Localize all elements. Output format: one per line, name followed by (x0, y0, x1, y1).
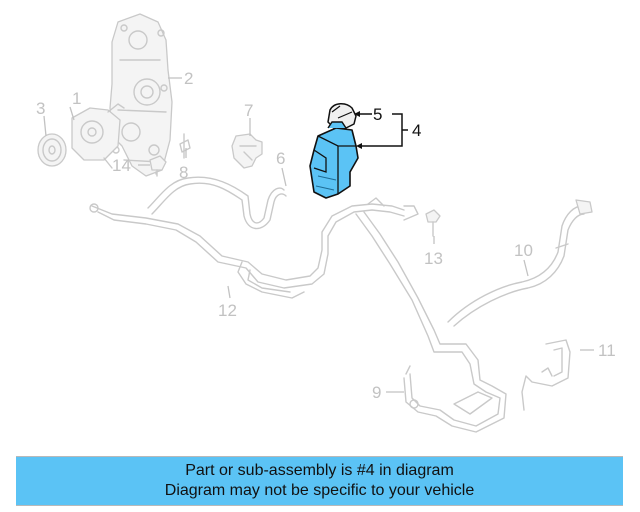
callout-2: 2 (184, 69, 193, 88)
parts-diagram: 1 2 3 4 5 6 7 8 9 10 11 12 13 14 (36, 13, 616, 433)
diagram-info-banner: Part or sub-assembly is #4 in diagram Di… (16, 456, 623, 506)
callout-8: 8 (179, 163, 188, 182)
part-7-clamp (231, 133, 263, 169)
part-8-clip (179, 133, 191, 159)
callout-11: 11 (598, 341, 616, 360)
callout-9: 9 (372, 383, 381, 402)
part-1-power-steering-pump (71, 103, 125, 169)
callout-10: 10 (514, 241, 533, 260)
part-11-bracket (521, 339, 571, 411)
part-3-pulley (37, 133, 67, 167)
part-12-return-line (89, 197, 419, 299)
callout-1: 1 (72, 89, 81, 108)
callout-3: 3 (36, 99, 45, 118)
callout-6: 6 (276, 149, 285, 168)
part-6-hose (147, 176, 287, 230)
part-10-cooler-line (447, 199, 593, 327)
callout-4: 4 (412, 121, 421, 140)
callout-14: 14 (112, 156, 131, 175)
part-2-timing-cover (109, 13, 173, 177)
part-9-cooler-line (355, 211, 507, 433)
part-14-bolt (149, 155, 167, 177)
banner-line-disclaimer: Diagram may not be specific to your vehi… (164, 482, 475, 499)
callout-5: 5 (373, 105, 382, 124)
callout-7: 7 (244, 101, 253, 120)
callout-13: 13 (424, 249, 443, 268)
part-4-reservoir (309, 121, 359, 199)
banner-line-part-number: Part or sub-assembly is #4 in diagram (185, 462, 454, 479)
callout-12: 12 (218, 301, 237, 320)
part-13-bolt (425, 209, 441, 237)
